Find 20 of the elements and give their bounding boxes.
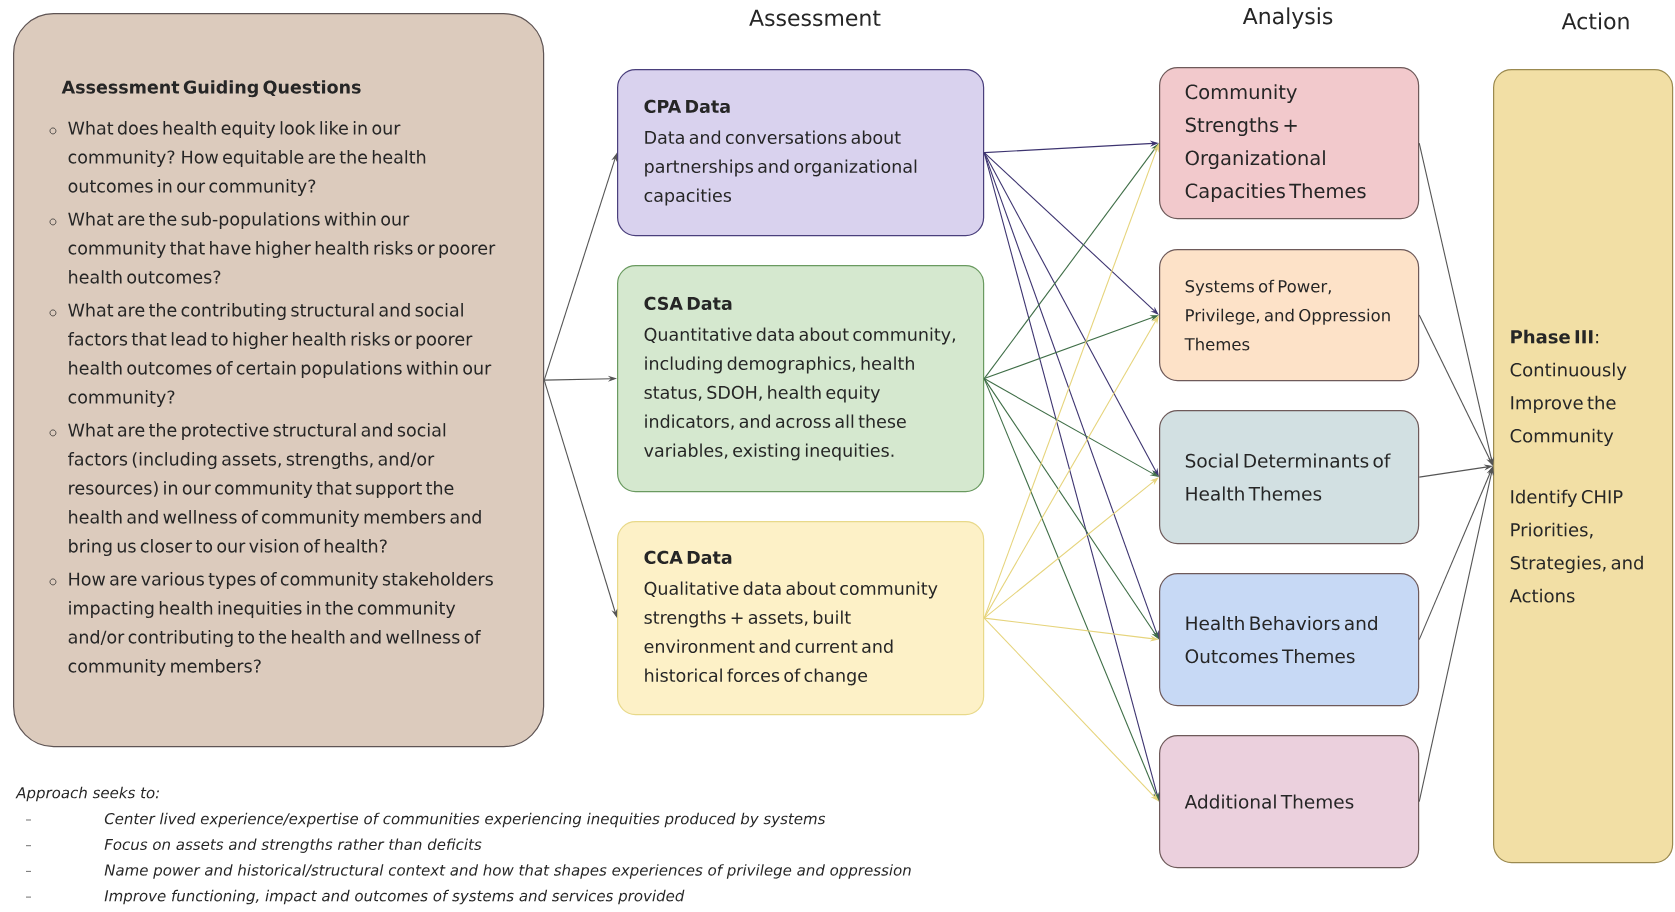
note-text: Center lived experience/expertise of communities experiencing inequities produced by systems <box>104 812 826 828</box>
column-heading: Assessment <box>749 9 881 27</box>
arrow <box>983 143 1159 380</box>
note-heading: Approach seeks to: <box>15 786 159 802</box>
note-text: Focus on assets and strengths rather than deficits <box>104 838 482 853</box>
theme-box: Systems of Power, Privilege, and Oppression Themes <box>1159 249 1420 382</box>
questions-box: Assessment Guiding Questions What does health equity look like in our community? How equitable are the health outcomes in our community? What are the sub-populations within our community that have higher health risks or poorer health outcomes? What are the contributing structural and social factors that lead to higher health risks or poorer health outcomes of certain populations within our community? What are the protective structural and social factors (including assets, strengths, and/or resources) in our community that support the health and wellness of community members and bring us closer to our vision of health? How are various types of community stakeholders impacting health inequities in the community and/or contributing to the health and wellness of community members? <box>13 13 545 748</box>
theme-box: Social Determinants of Health Themes <box>1159 410 1420 545</box>
theme-box: Additional Themes <box>1159 735 1420 869</box>
theme-box: Community Strengths + Organizational Capacities Themes <box>1159 67 1420 220</box>
note-text: Improve functioning, impact and outcomes of systems and services provided <box>104 889 685 905</box>
column-heading: Analysis <box>1242 7 1333 29</box>
data-box: CSA Data Quantitative data about community, including demographics, health status, SDOH, health equity indicators, and across all these variables, existing inequities. <box>617 265 985 493</box>
column-heading: Action <box>1561 12 1629 30</box>
note-text: Name power and historical/structural context and how that shapes experiences of privilege and oppression <box>104 864 911 879</box>
theme-box: Health Behaviors and Outcomes Themes <box>1159 573 1420 707</box>
arrow <box>983 477 1159 619</box>
data-box: CCA Data Qualitative data about community strengths + assets, built environment and current and historical forces of change <box>617 521 985 716</box>
data-box: CPA Data Data and conversations about partnerships and organizational capacities <box>617 69 985 237</box>
action-box: Phase III: Continuously Improve the Community Identify CHIP Priorities, Strategies, and Actions <box>1493 69 1674 864</box>
